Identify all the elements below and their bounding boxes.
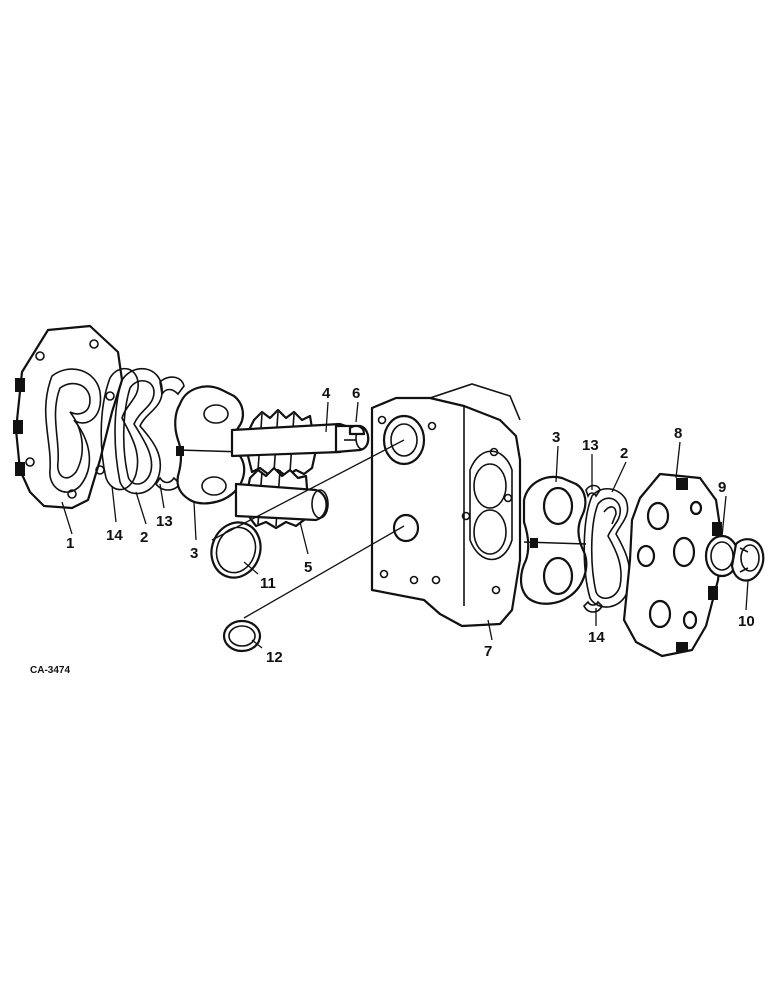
part-bearing-block-left [174, 385, 246, 505]
callout-11: 11 [260, 575, 276, 592]
callout-9: 9 [718, 479, 726, 496]
callout-13-left: 13 [156, 513, 173, 530]
callout-14-right: 14 [588, 629, 605, 646]
callout-6: 6 [352, 385, 360, 402]
leader-lines [61, 401, 749, 649]
part-driven-gear [234, 466, 329, 530]
part-bearing-block-right [519, 475, 588, 605]
part-gasket-right [583, 488, 631, 608]
part-backup-ring-right [583, 484, 603, 613]
part-pump-body [370, 383, 522, 628]
callout-3-left: 3 [190, 545, 198, 562]
callout-1: 1 [66, 535, 74, 552]
callout-14-left: 14 [106, 527, 123, 544]
callout-10: 10 [738, 613, 755, 630]
callout-5: 5 [304, 559, 312, 576]
callout-labels: 1 14 2 13 3 11 5 4 6 12 7 3 13 2 14 8 9 … [66, 385, 755, 666]
callout-3-right: 3 [552, 429, 560, 446]
figure-code: CA-3474 [30, 665, 70, 676]
callout-12: 12 [266, 649, 283, 666]
callout-2-right: 2 [620, 445, 628, 462]
callout-4: 4 [322, 385, 331, 402]
callout-7: 7 [484, 643, 492, 660]
callout-2-left: 2 [140, 529, 148, 546]
part-drive-gear [230, 408, 370, 478]
part-oring-11 [210, 521, 262, 579]
callout-8: 8 [674, 425, 682, 442]
callout-13-right: 13 [582, 437, 599, 454]
part-sleeve-10 [730, 538, 765, 582]
part-rear-cover [622, 472, 724, 658]
part-front-cover [13, 324, 124, 510]
part-woodruff-key [348, 424, 366, 436]
part-oring-12 [222, 619, 262, 653]
part-backup-ring-left [155, 376, 185, 491]
